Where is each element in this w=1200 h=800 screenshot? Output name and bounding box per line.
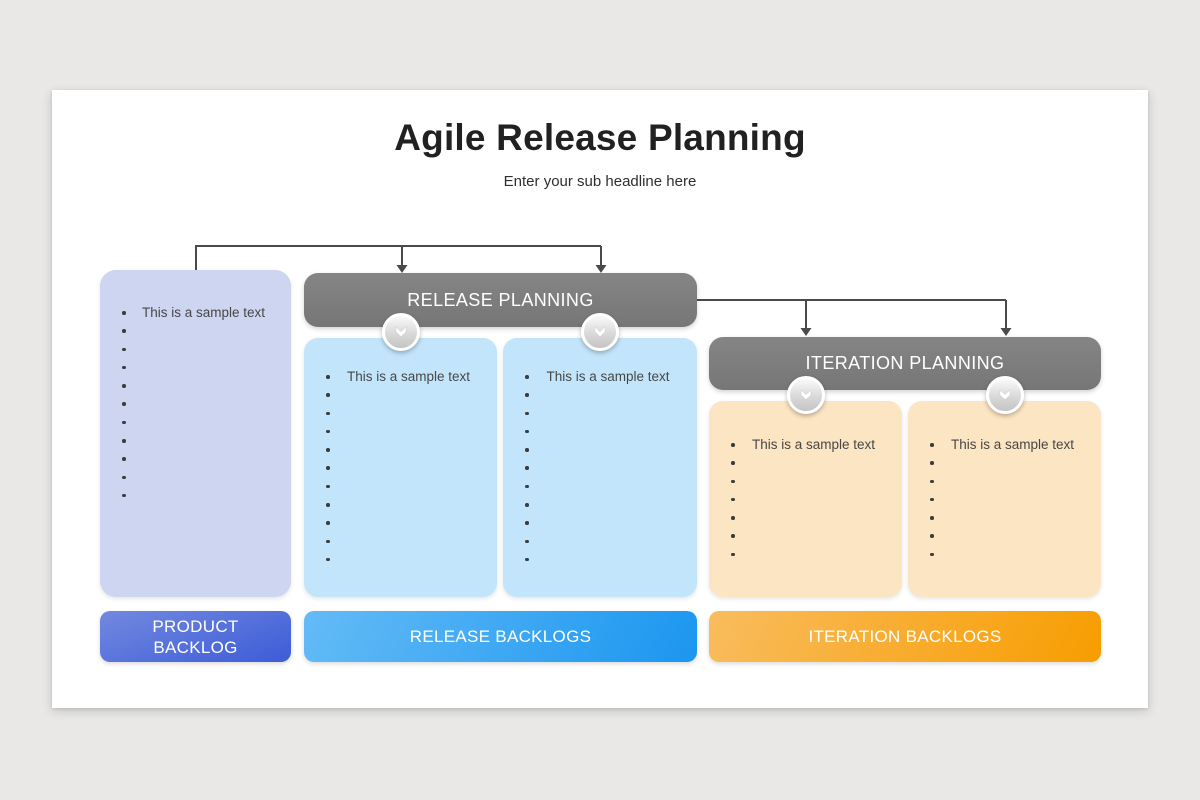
bullet-item xyxy=(523,459,681,477)
bullet-item xyxy=(928,509,1085,527)
bullet-item xyxy=(120,322,275,340)
page-title: Agile Release Planning xyxy=(394,117,806,158)
bullet-item xyxy=(729,546,886,564)
bullet-item xyxy=(523,533,681,551)
bullet-item-text: This is a sample text xyxy=(751,437,876,452)
page-subtitle: Enter your sub headline here xyxy=(503,173,697,190)
connector-lines xyxy=(195,245,1012,336)
bullet-item xyxy=(324,551,481,569)
bullet-item: This is a sample text xyxy=(523,368,681,386)
bullet-item xyxy=(523,405,681,423)
bullet-item xyxy=(729,491,886,509)
iteration-backlog-panel-2: This is a sample text xyxy=(908,401,1101,597)
bullet-item-text: This is a sample text xyxy=(346,369,471,384)
bullet-item xyxy=(928,491,1085,509)
bullet-item xyxy=(729,454,886,472)
bullet-item xyxy=(324,386,481,404)
bullet-item xyxy=(523,423,681,441)
bullet-item xyxy=(120,450,275,468)
bullet-item: This is a sample text xyxy=(120,304,275,322)
release-planning-label: RELEASE PLANNING xyxy=(407,289,594,310)
bullet-item xyxy=(523,386,681,404)
bullet-item xyxy=(928,473,1085,491)
product-backlog-panel: This is a sample text xyxy=(100,270,291,597)
bullet-item: This is a sample text xyxy=(729,436,886,454)
bullet-item xyxy=(120,487,275,505)
bullet-item xyxy=(120,359,275,377)
bullet-item xyxy=(324,533,481,551)
bullet-item xyxy=(729,509,886,527)
bullet-item xyxy=(120,395,275,413)
bullet-item xyxy=(729,527,886,545)
chevron-down-icon xyxy=(581,313,619,351)
bullet-item xyxy=(523,514,681,532)
bullet-item xyxy=(120,377,275,395)
bullet-item: This is a sample text xyxy=(928,436,1085,454)
bullet-item xyxy=(324,496,481,514)
chevron-down-icon xyxy=(382,313,420,351)
bullet-item xyxy=(324,459,481,477)
bullet-item xyxy=(928,454,1085,472)
iteration-planning-label: ITERATION PLANNING xyxy=(805,353,1005,373)
bullet-list: This is a sample text xyxy=(304,338,497,569)
bullet-list: This is a sample text xyxy=(100,270,291,505)
bullet-list: This is a sample text xyxy=(503,338,697,569)
bullet-item xyxy=(324,478,481,496)
bullet-item xyxy=(120,432,275,450)
bullet-item xyxy=(324,423,481,441)
release-backlog-panel-2: This is a sample text xyxy=(503,338,697,597)
chevron-down-icon xyxy=(787,376,825,414)
iteration-planning-header: ITERATION PLANNING xyxy=(709,337,1101,390)
product-backlog-label: PRODUCT BACKLOG xyxy=(152,616,239,657)
bullet-item xyxy=(120,414,275,432)
product-backlog-button: PRODUCT BACKLOG xyxy=(100,611,291,662)
bullet-item xyxy=(120,341,275,359)
bullet-item xyxy=(324,441,481,459)
release-planning-header: RELEASE PLANNING xyxy=(304,273,697,327)
bullet-item-text: This is a sample text xyxy=(141,305,266,320)
chevron-down-icon xyxy=(986,376,1024,414)
bullet-item xyxy=(928,527,1085,545)
bullet-item xyxy=(523,441,681,459)
bullet-item xyxy=(928,546,1085,564)
bullet-item: This is a sample text xyxy=(324,368,481,386)
release-backlogs-label: RELEASE BACKLOGS xyxy=(409,627,592,646)
iteration-backlogs-label: ITERATION BACKLOGS xyxy=(808,627,1002,646)
agile-release-planning-diagram: This is a sample text RELEASE PLANNING T… xyxy=(52,90,1148,708)
bullet-item xyxy=(324,405,481,423)
bullet-item xyxy=(120,469,275,487)
bullet-item-text: This is a sample text xyxy=(546,369,670,384)
release-backlogs-button: RELEASE BACKLOGS xyxy=(304,611,697,662)
bullet-item-text: This is a sample text xyxy=(950,437,1075,452)
iteration-backlog-panel-1: This is a sample text xyxy=(709,401,902,597)
iteration-backlogs-button: ITERATION BACKLOGS xyxy=(709,611,1101,662)
bullet-item xyxy=(523,496,681,514)
bullet-item xyxy=(523,551,681,569)
bullet-item xyxy=(729,473,886,491)
bullet-list: This is a sample text xyxy=(709,401,902,564)
bullet-item xyxy=(324,514,481,532)
bullet-item xyxy=(523,478,681,496)
release-backlog-panel-1: This is a sample text xyxy=(304,338,497,597)
slide-canvas: Agile Release Planning Enter your sub he… xyxy=(52,90,1148,708)
bullet-list: This is a sample text xyxy=(908,401,1101,564)
